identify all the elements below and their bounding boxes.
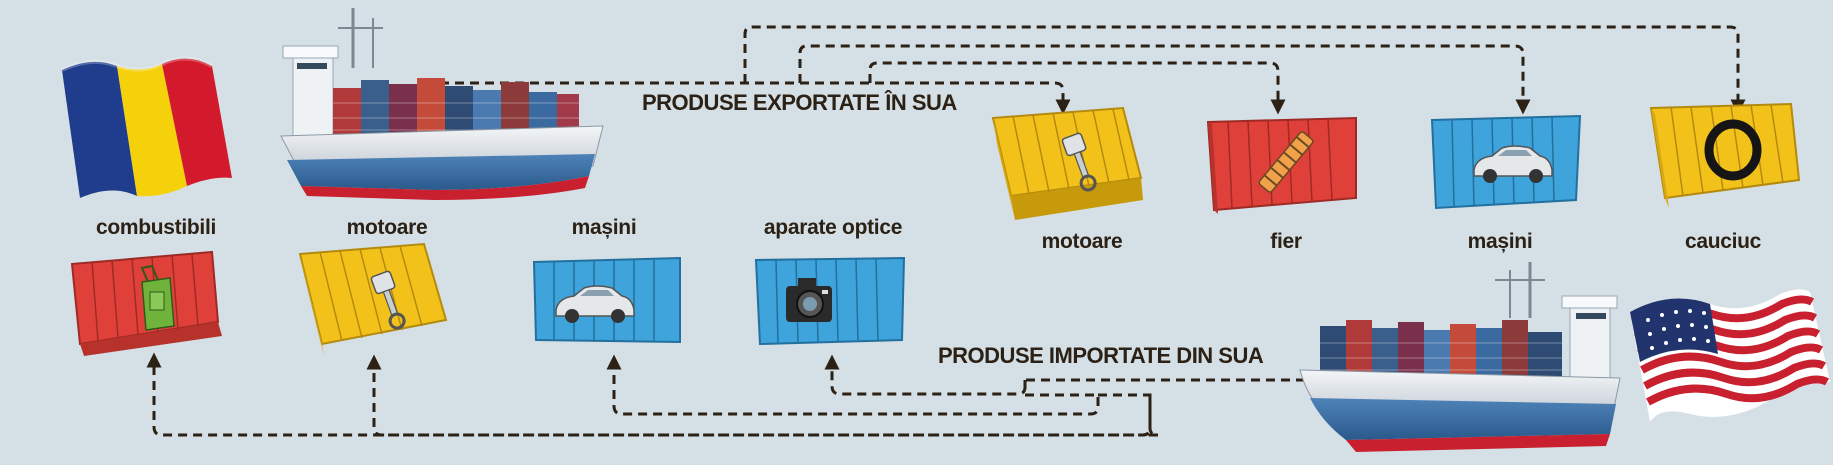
- cargo-ship-icon: [1299, 262, 1621, 452]
- import-label-motoare: motoare: [346, 216, 428, 239]
- export-label-motoare: motoare: [1041, 230, 1123, 253]
- tire-icon: [1704, 119, 1762, 181]
- import-container-motoare: [298, 242, 448, 356]
- import-arrows: [146, 352, 1320, 437]
- cargo-ship-icon: [280, 8, 604, 200]
- export-container-masini: [1430, 114, 1582, 210]
- export-label-fier: fier: [1270, 230, 1302, 253]
- piston-icon: [370, 270, 406, 330]
- car-icon: [555, 285, 635, 323]
- export-arrows: [440, 25, 1746, 115]
- import-flow-title: PRODUSE IMPORTATE DIN SUA: [936, 343, 1266, 369]
- export-container-cauciuc: [1649, 102, 1801, 208]
- export-container-motoare: [991, 106, 1143, 220]
- export-flow-title: PRODUSE EXPORTATE ÎN SUA: [640, 90, 959, 116]
- piston-icon: [1061, 132, 1097, 192]
- fuel-can-icon: [140, 264, 175, 331]
- import-container-masini: [532, 256, 681, 344]
- usa-flag-icon: [1630, 289, 1830, 422]
- romania-flag-icon: [61, 56, 232, 198]
- camera-icon: [786, 278, 832, 322]
- car-icon: [1473, 145, 1553, 183]
- export-label-masini: mașini: [1467, 230, 1533, 253]
- import-container-aparate-optice: [754, 256, 906, 346]
- import-container-combustibili: [70, 250, 222, 356]
- import-label-masini: mașini: [571, 216, 637, 239]
- spring-icon: [1258, 131, 1314, 193]
- import-label-combustibili: combustibili: [95, 216, 217, 239]
- export-container-fier: [1206, 116, 1357, 214]
- export-label-cauciuc: cauciuc: [1684, 230, 1762, 253]
- import-label-aparate-optice: aparate optice: [763, 216, 903, 239]
